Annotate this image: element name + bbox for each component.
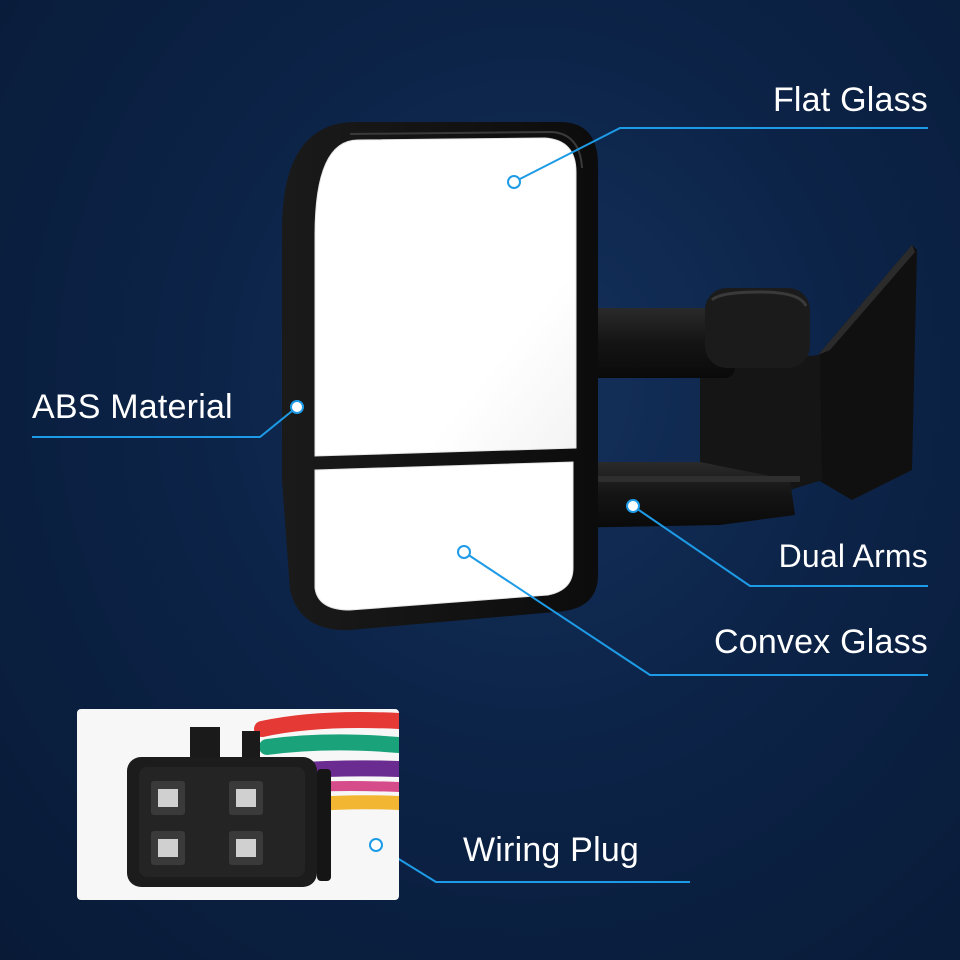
plug-pins — [151, 781, 263, 865]
flat-glass — [314, 137, 577, 457]
abs-material-label: ABS Material — [32, 388, 233, 426]
flat-glass-label: Flat Glass — [772, 81, 928, 119]
convex-glass-callout-line — [463, 551, 928, 676]
convex-glass — [314, 461, 574, 611]
dual-arms-callout-line — [632, 505, 928, 587]
wiring-plug-marker — [369, 838, 383, 852]
upper-arm — [560, 288, 810, 378]
wiring-plug-inset — [77, 709, 399, 900]
abs-material-callout-line — [32, 406, 298, 438]
mount-bracket — [700, 245, 917, 500]
convex-glass-label: Convex Glass — [713, 623, 928, 661]
abs-material-marker — [290, 400, 304, 414]
dual-arms-marker — [626, 499, 640, 513]
convex-glass-marker — [457, 545, 471, 559]
dual-arms-label: Dual Arms — [778, 538, 928, 574]
flat-glass-marker — [507, 175, 521, 189]
flat-glass-callout-line — [513, 127, 928, 183]
lower-arm — [560, 462, 800, 528]
wiring-plug-label: Wiring Plug — [463, 831, 640, 869]
